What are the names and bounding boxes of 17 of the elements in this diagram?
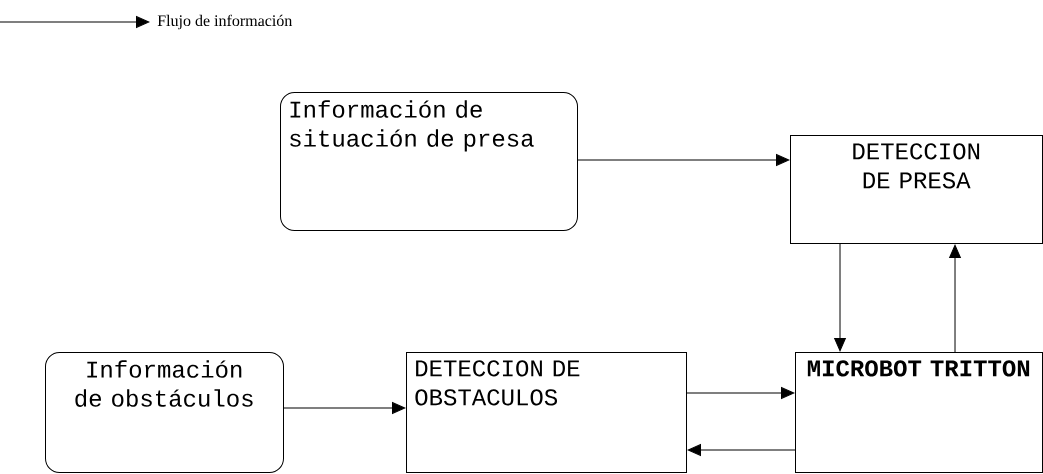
rounded-box (45, 352, 284, 473)
arrow (577, 154, 790, 166)
process-box (795, 352, 1043, 473)
box-text: DETECCION DE PRESA (853, 143, 980, 189)
box-text: Información de situación de presa (290, 100, 534, 152)
legend-text: Flujo de información (157, 14, 293, 30)
arrow (686, 387, 795, 399)
box-text: DETECCION DE OBSTACULOS (415, 360, 580, 406)
box-text: Información de obstáculos (75, 360, 253, 407)
rounded-box (280, 92, 578, 231)
box-text: MICROBOT TRITTON (807, 360, 1030, 377)
process-box (790, 135, 1043, 244)
arrow (283, 402, 406, 414)
arrow (687, 444, 796, 456)
process-box (406, 352, 687, 473)
arrow (834, 243, 846, 352)
arrow (949, 244, 961, 353)
